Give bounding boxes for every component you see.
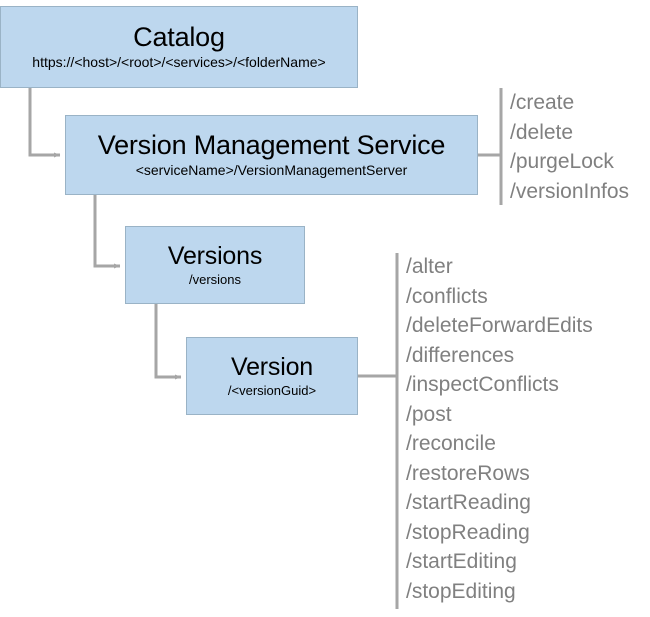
endpoint-item[interactable]: /conflicts xyxy=(406,284,488,308)
node-versions-title: Versions xyxy=(167,241,263,270)
node-catalog-subtitle: https://<host>/<root>/<services>/<folder… xyxy=(32,54,326,71)
node-versions[interactable]: Versions /versions xyxy=(125,226,305,304)
endpoint-item[interactable]: /inspectConflicts xyxy=(406,373,559,396)
endpoint-item[interactable]: /delete xyxy=(510,120,574,144)
endpoint-item[interactable]: /purgeLock xyxy=(510,150,614,173)
endpoint-item[interactable]: /deleteForwardEdits xyxy=(406,314,593,337)
connector-version-to-endpoints xyxy=(358,253,399,609)
endpoint-item[interactable]: /alter xyxy=(406,255,453,278)
endpoint-item[interactable]: /differences xyxy=(406,343,515,367)
node-vms-subtitle: <serviceName>/VersionManagementServer xyxy=(135,162,408,179)
node-version-title: Version xyxy=(231,352,313,381)
connector-catalog-to-vms xyxy=(28,88,61,158)
endpoint-item[interactable]: /stopEditing xyxy=(406,579,516,603)
endpoint-item[interactable]: /post xyxy=(406,402,452,426)
endpoint-list-version: /alter/conflicts/deleteForwardEdits/diff… xyxy=(406,252,593,606)
endpoint-item[interactable]: /stopReading xyxy=(406,520,530,544)
connector-vms-to-endpoints xyxy=(478,88,503,205)
node-vms-title: Version Management Service xyxy=(97,130,446,161)
endpoint-item[interactable]: /versionInfos xyxy=(510,179,630,203)
node-catalog-title: Catalog xyxy=(133,22,225,53)
endpoint-item[interactable]: /startEditing xyxy=(406,550,517,573)
endpoint-item[interactable]: /create xyxy=(510,91,575,114)
connector-vms-to-versions xyxy=(93,195,121,269)
node-catalog[interactable]: Catalog https://<host>/<root>/<services>… xyxy=(0,6,358,88)
endpoint-item[interactable]: /startReading xyxy=(406,491,531,514)
endpoint-list-version-management-service: /create/delete/purgeLock/versionInfos xyxy=(510,88,629,206)
node-version-subtitle: /<versionGuid> xyxy=(227,382,317,398)
node-version-management-service[interactable]: Version Management Service <serviceName>… xyxy=(65,115,478,195)
node-version[interactable]: Version /<versionGuid> xyxy=(186,337,358,415)
node-versions-subtitle: /versions xyxy=(188,271,242,287)
endpoint-item[interactable]: /reconcile xyxy=(406,432,496,455)
endpoint-item[interactable]: /restoreRows xyxy=(406,461,530,485)
connector-versions-to-version xyxy=(154,304,182,380)
